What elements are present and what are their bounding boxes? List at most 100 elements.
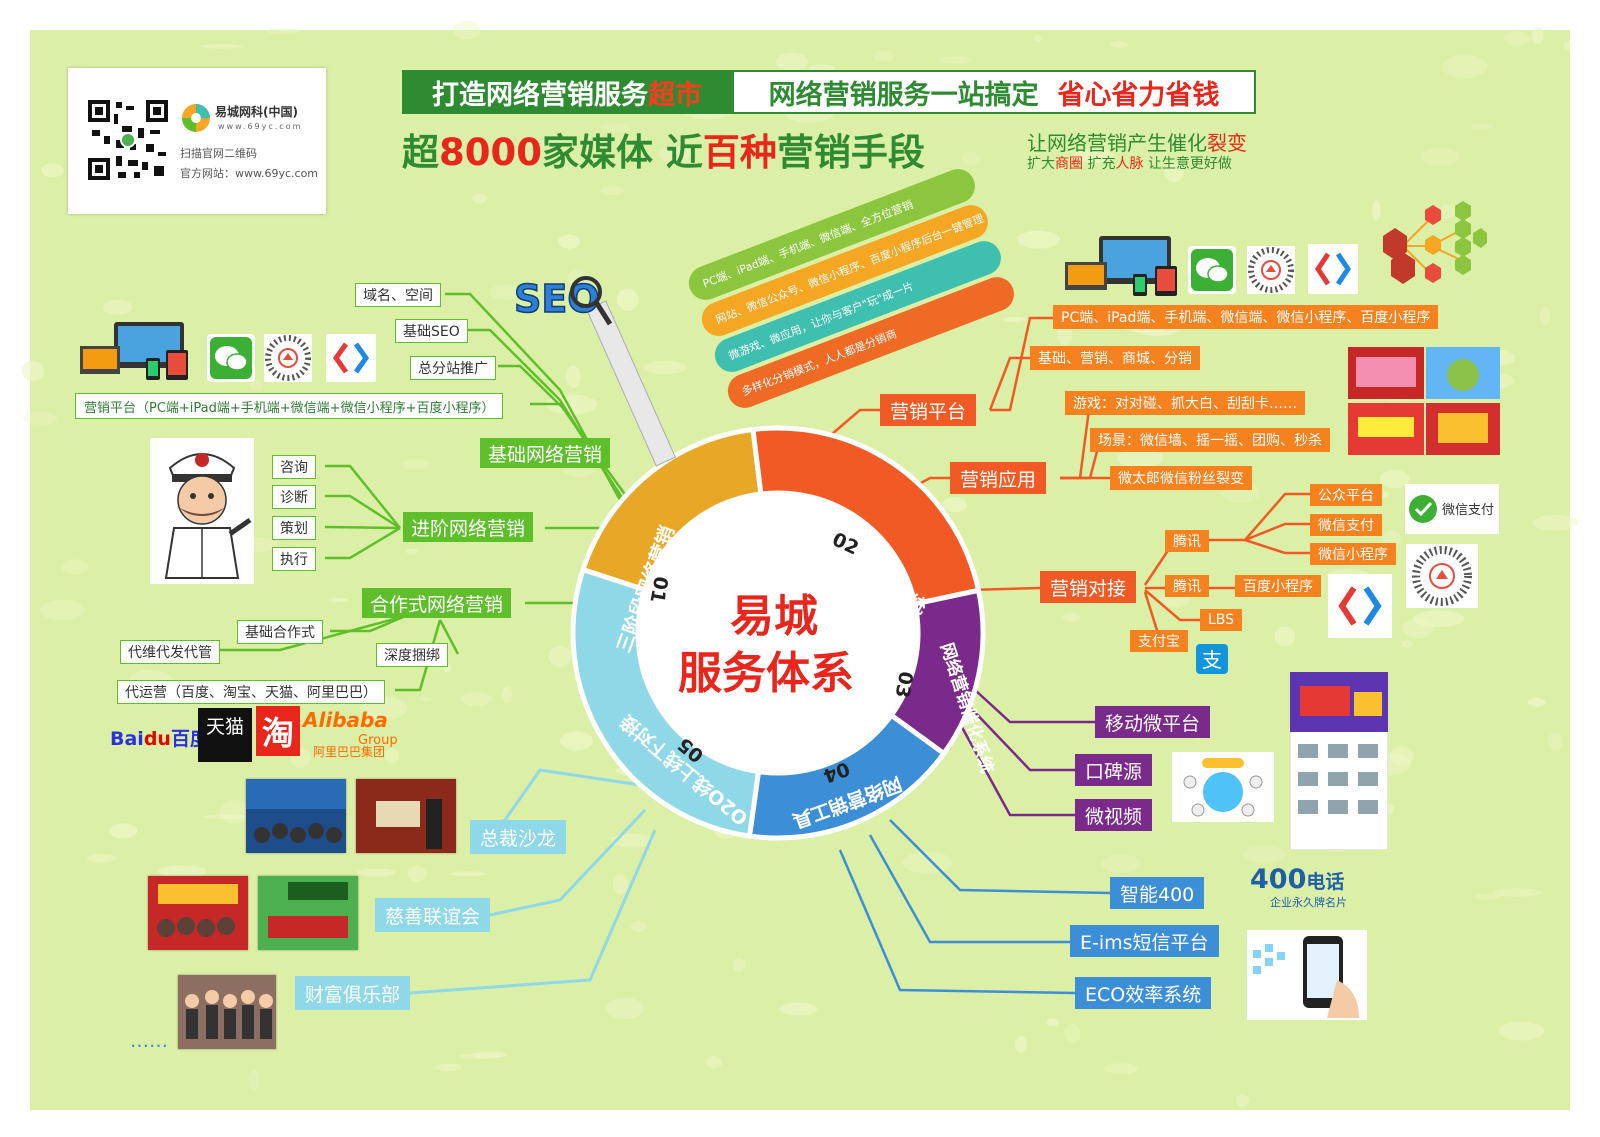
ring-num-03: 03 bbox=[890, 669, 917, 700]
texture-blob bbox=[1402, 618, 1434, 639]
texture-blob bbox=[1017, 230, 1060, 249]
slogan-part-a: 让网络营销产生催化 bbox=[1027, 131, 1207, 155]
purple-item-mobile: 移动微平台 bbox=[1095, 706, 1211, 738]
texture-blob bbox=[600, 123, 631, 133]
node-advanced-marketing: 进阶网络营销 bbox=[403, 512, 534, 542]
tel400-caption: 企业永久牌名片 bbox=[1270, 896, 1347, 909]
texture-blob bbox=[418, 696, 433, 702]
tencent-item-public: 公众平台 bbox=[1310, 484, 1382, 506]
texture-blob bbox=[1389, 746, 1414, 766]
node-basic-marketing: 基础网络营销 bbox=[480, 438, 611, 468]
doctor-cartoon-icon bbox=[150, 438, 254, 584]
texture-blob bbox=[1109, 41, 1129, 48]
texture-blob bbox=[775, 52, 809, 71]
texture-blob bbox=[400, 458, 432, 470]
sub-slogan: 扩大商圈 扩充人脉 让生意更好做 bbox=[1027, 157, 1232, 171]
sub-slogan-e: 让生意更好做 bbox=[1147, 156, 1232, 172]
texture-blob bbox=[407, 865, 427, 882]
texture-blob bbox=[40, 599, 85, 621]
banner-right-highlight: 省心省力省钱 bbox=[1057, 79, 1220, 111]
seo-icon: SEO bbox=[513, 276, 613, 326]
texture-blob bbox=[872, 50, 896, 62]
texture-blob bbox=[1412, 610, 1465, 628]
texture-blob bbox=[1539, 306, 1551, 326]
tel400-logo: 400电话 bbox=[1250, 866, 1344, 893]
advanced-item-consult: 咨询 bbox=[272, 455, 316, 479]
taobao-logo: 淘 bbox=[256, 706, 300, 756]
basic-item-seo: 基础SEO bbox=[395, 319, 468, 343]
service-ring bbox=[570, 425, 986, 841]
texture-blob bbox=[612, 874, 629, 894]
texture-blob bbox=[937, 56, 973, 64]
more-ellipsis: …… bbox=[130, 1030, 168, 1052]
baidu-mini-node: 百度小程序 bbox=[1235, 575, 1321, 597]
globe-people-icon bbox=[1172, 752, 1274, 822]
baidu-mini-program-icon-connect bbox=[1328, 574, 1392, 638]
texture-blob bbox=[219, 800, 254, 824]
texture-blob bbox=[60, 559, 89, 575]
devices-icon bbox=[80, 322, 188, 380]
texture-blob bbox=[1547, 732, 1563, 751]
tagline: 超8000家媒体 近百种营销手段 bbox=[402, 134, 925, 171]
slogan-part-b: 裂变 bbox=[1207, 131, 1247, 155]
texture-blob bbox=[548, 645, 572, 667]
wechat-pay-icon: 微信支付 bbox=[1405, 484, 1499, 534]
ring-segment-05 bbox=[570, 566, 762, 839]
purple-item-reputation: 口碑源 bbox=[1075, 754, 1153, 786]
texture-blob bbox=[1442, 54, 1488, 79]
cyan-item-salon: 总裁沙龙 bbox=[470, 820, 567, 854]
texture-blob bbox=[490, 284, 522, 300]
texture-blob bbox=[1401, 640, 1413, 648]
banner-left-highlight: 超市 bbox=[648, 79, 702, 111]
coop-item-bind: 深度捆绑 bbox=[376, 643, 448, 667]
texture-blob bbox=[658, 145, 693, 163]
texture-blob bbox=[1420, 147, 1460, 166]
hexagon-network-icon bbox=[1383, 201, 1487, 284]
texture-blob bbox=[1493, 888, 1543, 897]
platform-item-devices: PC端、iPad端、手机端、微信端、微信小程序、百度小程序 bbox=[1053, 305, 1439, 329]
apps-item-fission: 微太郎微信粉丝裂变 bbox=[1110, 466, 1252, 490]
texture-blob bbox=[1046, 1018, 1059, 1027]
coop-item-maintain: 代维代发代管 bbox=[120, 640, 220, 664]
texture-blob bbox=[1242, 845, 1286, 864]
texture-blob bbox=[732, 957, 746, 972]
center-title-1: 易城 bbox=[730, 591, 818, 642]
texture-blob bbox=[1274, 626, 1296, 647]
tencent-node-2: 腾讯 bbox=[1165, 575, 1209, 597]
texture-blob bbox=[449, 870, 487, 877]
alibaba-cn: 阿里巴巴集团 bbox=[313, 745, 386, 759]
texture-blob bbox=[248, 1070, 261, 1091]
qr-code-icon bbox=[88, 100, 168, 180]
texture-blob bbox=[1064, 1024, 1081, 1044]
texture-blob bbox=[327, 597, 350, 603]
blue-item-eco: ECO效率系统 bbox=[1075, 977, 1212, 1009]
club-photo bbox=[178, 975, 276, 1049]
texture-blob bbox=[1473, 893, 1500, 900]
tmall-logo: 天猫 bbox=[198, 708, 252, 762]
texture-blob bbox=[643, 360, 688, 374]
basic-platform: 营销平台（PC端+iPad端+手机端+微信端+微信小程序+百度小程序） bbox=[75, 393, 504, 419]
wechat-icon-right bbox=[1188, 246, 1236, 294]
tagline-part-c: 家媒体 近 bbox=[541, 131, 703, 174]
apps-item-games: 游戏：对对碰、抓大白、刮刮卡…… bbox=[1065, 391, 1305, 415]
texture-blob bbox=[1379, 469, 1410, 488]
texture-blob bbox=[1563, 41, 1573, 50]
alipay-node: 支付宝 bbox=[1130, 630, 1188, 652]
texture-blob bbox=[453, 20, 481, 40]
texture-blob bbox=[809, 64, 835, 72]
texture-blob bbox=[557, 234, 581, 249]
platform-item-types: 基础、营销、商城、分销 bbox=[1030, 346, 1200, 370]
tencent-item-pay: 微信支付 bbox=[1310, 514, 1382, 536]
texture-blob bbox=[357, 868, 396, 877]
coop-item-basic: 基础合作式 bbox=[237, 620, 323, 644]
texture-blob bbox=[1033, 34, 1043, 43]
texture-blob bbox=[1532, 514, 1579, 531]
event-photo-1 bbox=[246, 779, 346, 853]
blue-item-400: 智能400 bbox=[1110, 877, 1205, 909]
baidu-logo: Baidu百度 bbox=[110, 730, 209, 749]
texture-blob bbox=[158, 865, 207, 878]
sub-slogan-c: 扩充 bbox=[1087, 156, 1116, 172]
texture-blob bbox=[565, 365, 581, 388]
texture-blob bbox=[203, 814, 249, 820]
sub-slogan-d: 人脉 bbox=[1115, 156, 1144, 172]
